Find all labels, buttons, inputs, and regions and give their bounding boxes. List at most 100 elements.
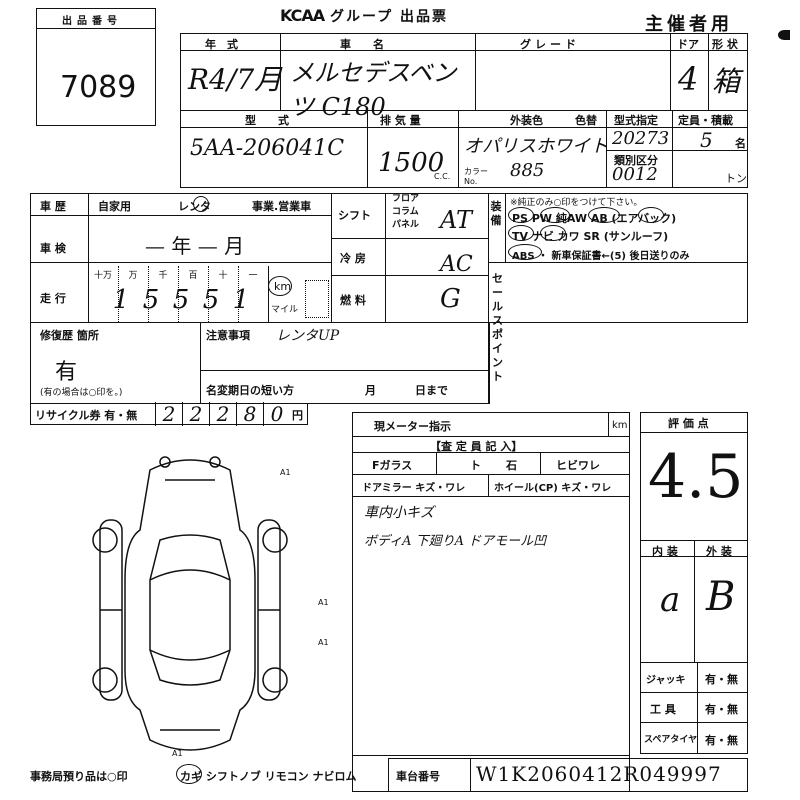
mile-box: [305, 280, 329, 318]
grade-label: グレード: [520, 38, 580, 51]
ac-value: AC: [440, 252, 473, 277]
color-change-label: 色替: [575, 114, 597, 127]
wheel-rear-left: [92, 667, 118, 693]
caution-value: レンタUP: [276, 328, 340, 344]
model-label: 型 式: [245, 114, 289, 127]
damage-mark: A1: [172, 749, 183, 758]
jack-options: 有・無: [705, 673, 738, 686]
wheel-label: ホイール(CP) キズ・ワレ: [494, 483, 612, 494]
evaluation-score: 4.5: [648, 442, 744, 512]
history-label: 車 歴: [40, 200, 66, 213]
digit-label: 万: [128, 271, 138, 281]
ton-unit: トン: [725, 172, 747, 185]
inspector-title: 【査 定 員 記 入】: [430, 440, 523, 453]
type-designation-value: 20273: [612, 128, 670, 149]
interior-label: 内 装: [652, 545, 678, 558]
abs-circle: [508, 244, 542, 260]
category-label: 類別区分: [614, 154, 658, 167]
lot-number-box: [36, 8, 156, 126]
front-spot-right: [209, 456, 221, 468]
displacement-value: 1500: [378, 148, 445, 178]
repair-note: (有の場合は○印を。): [40, 388, 123, 398]
vehicle-info-table: [180, 33, 748, 188]
shift-label: シフト: [338, 209, 371, 222]
corner-mark: [778, 30, 790, 40]
aw-circle: [588, 207, 620, 223]
spare-options: 有・無: [705, 734, 738, 747]
cc-unit: C.C.: [434, 172, 451, 181]
glass-opt-2: 石: [506, 459, 517, 472]
history-private: 自家用: [98, 200, 131, 213]
fuel-value: G: [440, 284, 461, 314]
shift-column: コラム: [392, 207, 419, 217]
digit-label: 百: [188, 271, 198, 281]
form-title: グループ 出品票: [330, 9, 449, 25]
front-spot-left: [159, 456, 171, 468]
recycle-box: [30, 403, 308, 425]
equipment-note: ※純正のみ○印をつけて下さい。: [510, 198, 643, 208]
model-value: 5AA-206041C: [190, 136, 345, 161]
equipment-line2: TV ナビ カワ SR (サンルーフ): [512, 230, 669, 243]
car-body-outline: [124, 459, 256, 751]
mileage-digit-labels: 十万 万 千 百 十 一: [88, 268, 268, 281]
recycle-digit: 8: [236, 402, 263, 426]
organizer-label: 主催者用: [645, 14, 733, 35]
doors-label: ドア: [677, 38, 699, 51]
digit-label: 十: [218, 271, 228, 281]
inspection-value: — 年 — 月: [145, 234, 245, 258]
wheel-rear-right: [262, 667, 288, 693]
tools-label: 工 具: [650, 703, 676, 716]
shift-value: AT: [440, 206, 473, 234]
mirror-label: ドアミラー キズ・ワレ: [362, 483, 466, 494]
repair-label: 修復歴 箇所: [40, 329, 99, 342]
chassis-box: [388, 758, 748, 792]
capacity-unit: 名: [735, 137, 746, 150]
mileage-digit: 5: [202, 285, 220, 315]
office-note: 事務局預り品は○印: [30, 770, 128, 783]
mile-label: マイル: [271, 305, 299, 315]
tv-circle: [508, 225, 534, 241]
year-label: 年 式: [205, 38, 238, 51]
glass-opt-1: ト: [470, 459, 481, 472]
capacity-value: 5: [700, 128, 713, 152]
sales-point-label: セールスポイント: [492, 272, 503, 383]
month-label: 月: [365, 384, 376, 397]
damage-mark: A1: [280, 468, 291, 477]
day-label: 日まで: [415, 384, 448, 397]
car-diagram: A1 A1 A1 A1: [92, 456, 329, 758]
repair-value: 有: [55, 360, 78, 385]
fuel-label: 燃 料: [340, 294, 366, 307]
meter-label: 現メーター指示: [374, 420, 451, 433]
car-name-value: メルセデスベンツ C180: [290, 59, 457, 121]
ac-label: 冷 房: [340, 252, 366, 265]
mileage-digit: 1: [232, 285, 250, 315]
shape-value: 箱: [712, 65, 741, 98]
inspection-label: 車 検: [40, 242, 66, 255]
meter-km: km: [612, 420, 628, 431]
ps-circle: [508, 207, 534, 223]
damage-mark: A1: [318, 638, 329, 647]
color-code-value: 885: [510, 160, 545, 181]
chassis-label: 車台番号: [396, 770, 440, 783]
displacement-label: 排 気 量: [380, 114, 421, 127]
interior-value: a: [660, 580, 681, 620]
wheel-front-left: [92, 527, 118, 553]
equipment-label: 装備: [490, 200, 502, 227]
tools-options: 有・無: [705, 703, 738, 716]
windshield: [149, 569, 231, 581]
exterior-label: 外 装: [706, 545, 732, 558]
recycle-digits: 2 2 2 8 0: [155, 402, 290, 426]
car-roof: [149, 534, 231, 686]
doors-value: 4: [678, 60, 699, 98]
caution-label: 注意事項: [206, 329, 250, 342]
shift-options: フロア コラム パネル: [392, 193, 419, 232]
digit-label: 一: [248, 271, 258, 281]
office-items: カギ シフトノブ リモコン ナビロム: [180, 770, 357, 783]
recycle-label: リサイクル券 有・無: [35, 409, 138, 422]
exterior-value: B: [706, 574, 736, 620]
exterior-color-value: オパリスホワイト: [464, 136, 608, 157]
equipment-line3: ABS ・ 新車保証書←(5) 後日送りのみ: [512, 251, 690, 262]
lot-number-label: 出品番号: [62, 16, 122, 27]
jack-label: ジャッキ: [646, 675, 686, 686]
shift-panel: パネル: [392, 220, 420, 230]
